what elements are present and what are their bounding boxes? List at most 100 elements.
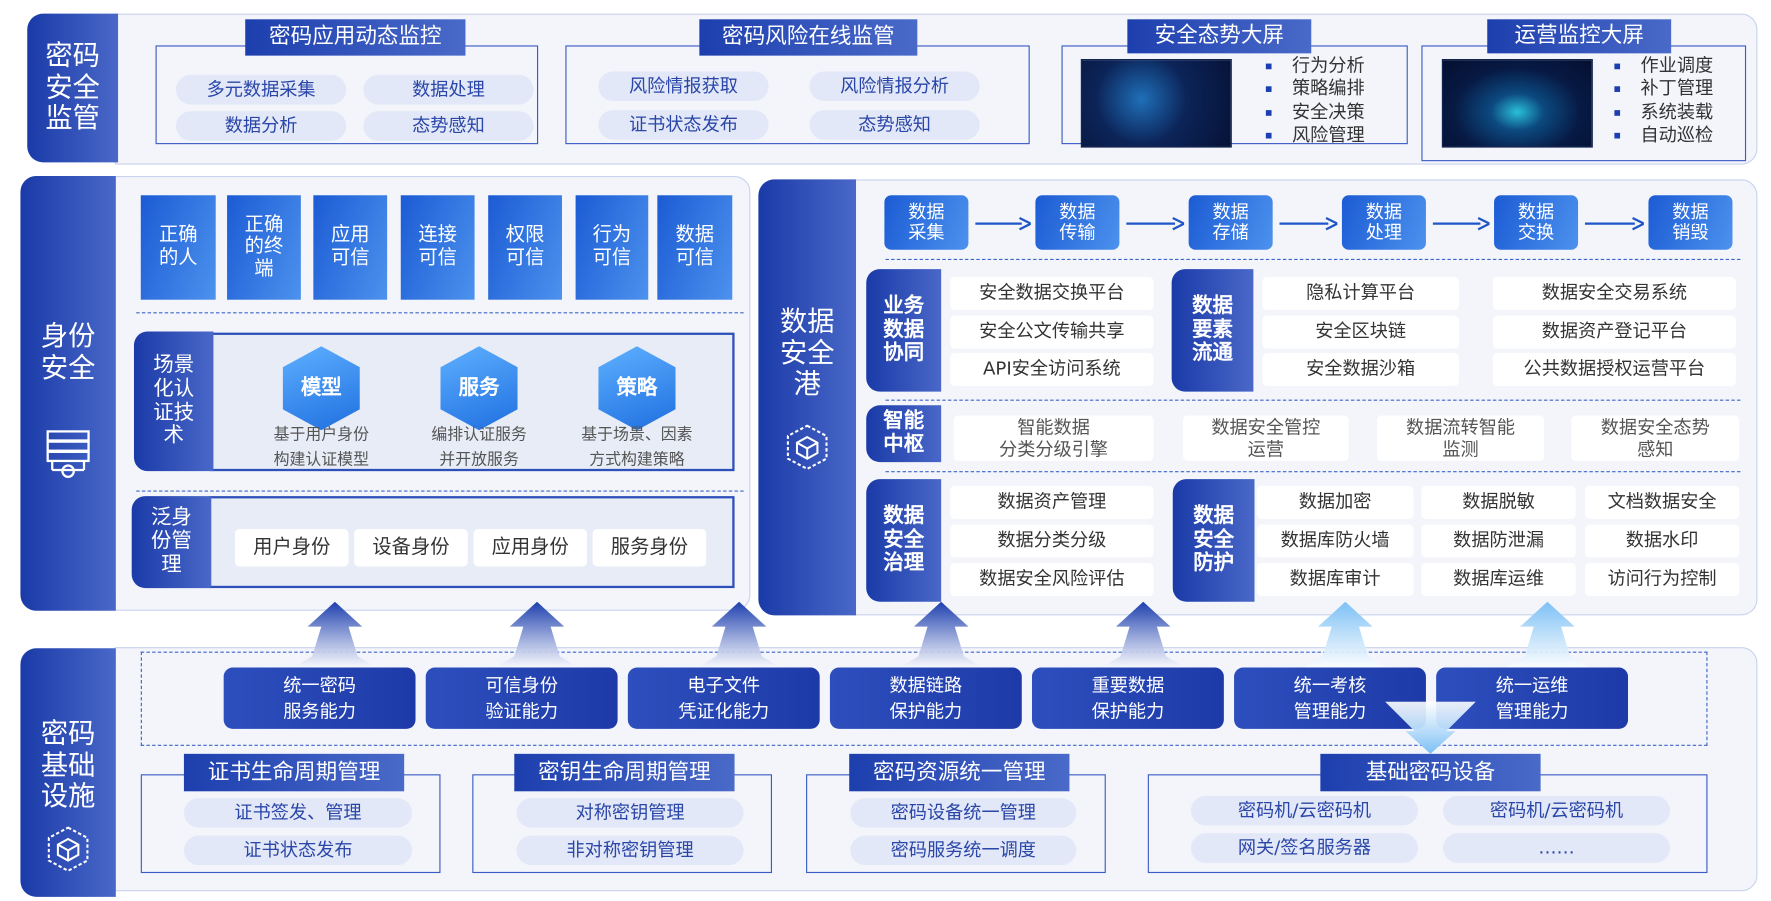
trust-box: 正确 的人 xyxy=(140,195,216,300)
element-item[interactable]: 公共数据授权运营平台 xyxy=(1492,353,1736,387)
arrow-up-icon xyxy=(1502,601,1593,670)
protection-item[interactable]: 数据脱敏 xyxy=(1421,485,1576,519)
trust-box: 数据 可信 xyxy=(657,195,733,300)
arrow-up-icon xyxy=(1299,601,1391,670)
element-item[interactable]: 数据资产登记平台 xyxy=(1492,315,1736,349)
screen-title: 运营监控大屏 xyxy=(1487,19,1672,54)
biz-item[interactable]: API安全访问系统 xyxy=(950,353,1154,387)
screen-title: 安全态势大屏 xyxy=(1127,19,1312,54)
dashboard-screenshot xyxy=(1080,59,1232,148)
infra-pill[interactable]: 密码机/云密码机 xyxy=(1190,795,1418,826)
governance-item[interactable]: 数据分类分级 xyxy=(950,524,1154,558)
divider xyxy=(885,399,1741,401)
arrow-right-icon xyxy=(975,216,1031,231)
bullet-item: 自动巡检 xyxy=(1614,124,1739,147)
dashboard-screenshot xyxy=(1441,59,1593,148)
infra-pill[interactable]: 证书签发、管理 xyxy=(183,798,413,828)
hexagon-caption: 基于场景、因素 方式构建策略 xyxy=(581,426,693,469)
hub-label: 智能 中枢 xyxy=(866,405,942,463)
protection-item[interactable]: 数据水印 xyxy=(1584,524,1740,558)
biz-item[interactable]: 安全数据交换平台 xyxy=(950,277,1154,310)
flow-step: 数据 处理 xyxy=(1341,195,1426,250)
bullet-item: 补丁管理 xyxy=(1614,77,1739,100)
infra-pill[interactable]: 对称密钥管理 xyxy=(516,798,744,828)
arrow-right-icon xyxy=(1584,216,1644,231)
hub-item[interactable]: 数据安全态势 感知 xyxy=(1571,415,1740,461)
protection-item[interactable]: 访问行为控制 xyxy=(1584,563,1740,597)
infra-group-title: 密钥生命周期管理 xyxy=(514,753,735,792)
flow-step: 数据 存储 xyxy=(1188,195,1273,250)
section-label-identity: 身份 安全 xyxy=(20,175,116,611)
capability-box: 统一密码 服务能力 xyxy=(223,667,416,729)
protection-item[interactable]: 数据库审计 xyxy=(1256,563,1414,597)
hub-item[interactable]: 智能数据 分类分级引擎 xyxy=(953,415,1154,461)
feature-pill[interactable]: 态势感知 xyxy=(809,110,980,140)
flow-step: 数据 传输 xyxy=(1035,195,1120,250)
feature-pill[interactable]: 多元数据采集 xyxy=(175,74,347,105)
protection-item[interactable]: 数据加密 xyxy=(1256,485,1414,519)
flow-step: 数据 采集 xyxy=(884,195,969,250)
arrow-up-icon xyxy=(693,601,785,670)
infra-group-title: 密码资源统一管理 xyxy=(849,753,1070,792)
element-item[interactable]: 数据安全交易系统 xyxy=(1492,277,1736,310)
element-item[interactable]: 安全数据沙箱 xyxy=(1262,353,1459,387)
hexagon-caption: 基于用户身份 构建认证模型 xyxy=(273,426,369,469)
biz-collab-label: 业务 数据 协同 xyxy=(866,269,942,392)
feature-pill[interactable]: 风险情报获取 xyxy=(598,71,769,102)
governance-item[interactable]: 数据资产管理 xyxy=(950,485,1154,519)
capability-box: 可信身份 验证能力 xyxy=(425,667,618,729)
bullet-item: 安全决策 xyxy=(1266,101,1391,124)
bullet-item: 策略编排 xyxy=(1266,77,1391,100)
capability-box: 重要数据 保护能力 xyxy=(1031,667,1224,729)
divider xyxy=(136,490,744,492)
bullet-item: 系统装载 xyxy=(1614,101,1739,124)
hub-item[interactable]: 数据流转智能 监测 xyxy=(1377,415,1545,461)
infra-pill[interactable]: 密码设备统一管理 xyxy=(850,798,1077,828)
divider xyxy=(885,471,1741,473)
protection-item[interactable]: 数据库运维 xyxy=(1421,563,1576,597)
identity-type[interactable]: 设备身份 xyxy=(354,529,468,567)
feature-pill[interactable]: 数据分析 xyxy=(175,111,347,141)
arrow-right-icon xyxy=(1126,216,1185,231)
identity-type[interactable]: 用户身份 xyxy=(235,529,349,567)
arrow-down-icon xyxy=(1385,701,1476,754)
section-label-data-port: 数据 安全 港 xyxy=(758,179,857,616)
hub-item[interactable]: 数据安全管控 运营 xyxy=(1182,415,1349,461)
infra-group-title: 证书生命周期管理 xyxy=(183,753,405,792)
cube-network-icon xyxy=(47,826,89,872)
arrow-up-icon xyxy=(491,601,583,670)
feature-pill[interactable]: 风险情报分析 xyxy=(809,71,980,102)
feature-pill[interactable]: 数据处理 xyxy=(363,74,534,105)
arrow-up-icon xyxy=(1097,601,1189,670)
hexagon-caption: 编排认证服务 并开放服务 xyxy=(431,426,527,469)
infra-pill[interactable]: 网关/签名服务器 xyxy=(1190,833,1418,863)
arrow-up-icon xyxy=(895,601,987,670)
protection-item[interactable]: 数据防泄漏 xyxy=(1421,524,1576,558)
capability-box: 电子文件 凭证化能力 xyxy=(627,667,820,729)
element-item[interactable]: 隐私计算平台 xyxy=(1262,277,1459,310)
protection-item[interactable]: 文档数据安全 xyxy=(1584,485,1740,519)
flow-step: 数据 销毁 xyxy=(1648,195,1733,250)
data-element-label: 数据 要素 流通 xyxy=(1171,269,1254,392)
infra-pill[interactable]: 密码服务统一调度 xyxy=(850,835,1077,866)
capability-box: 统一运维 管理能力 xyxy=(1436,667,1629,729)
feature-pill[interactable]: 态势感知 xyxy=(363,111,534,141)
capability-box: 数据链路 保护能力 xyxy=(829,667,1022,729)
element-item[interactable]: 安全区块链 xyxy=(1262,315,1459,349)
cube-network-icon xyxy=(786,424,828,471)
protection-item[interactable]: 数据库防火墙 xyxy=(1256,524,1414,558)
infra-pill[interactable]: 非对称密钥管理 xyxy=(516,835,744,866)
infra-pill[interactable]: …… xyxy=(1442,833,1671,863)
infra-pill[interactable]: 证书状态发布 xyxy=(183,835,413,866)
arrow-right-icon xyxy=(1432,216,1490,231)
governance-item[interactable]: 数据安全风险评估 xyxy=(950,563,1154,597)
identity-type[interactable]: 应用身份 xyxy=(473,529,587,567)
identity-type[interactable]: 服务身份 xyxy=(592,529,707,567)
arrow-up-icon xyxy=(289,601,381,670)
feature-pill[interactable]: 证书状态发布 xyxy=(598,110,769,140)
biz-item[interactable]: 安全公文传输共享 xyxy=(950,315,1154,349)
scene-auth-label: 场景 化认 证技 术 xyxy=(133,331,214,472)
pan-identity-label: 泛身 份管 理 xyxy=(131,496,212,589)
infra-pill[interactable]: 密码机/云密码机 xyxy=(1442,795,1671,826)
